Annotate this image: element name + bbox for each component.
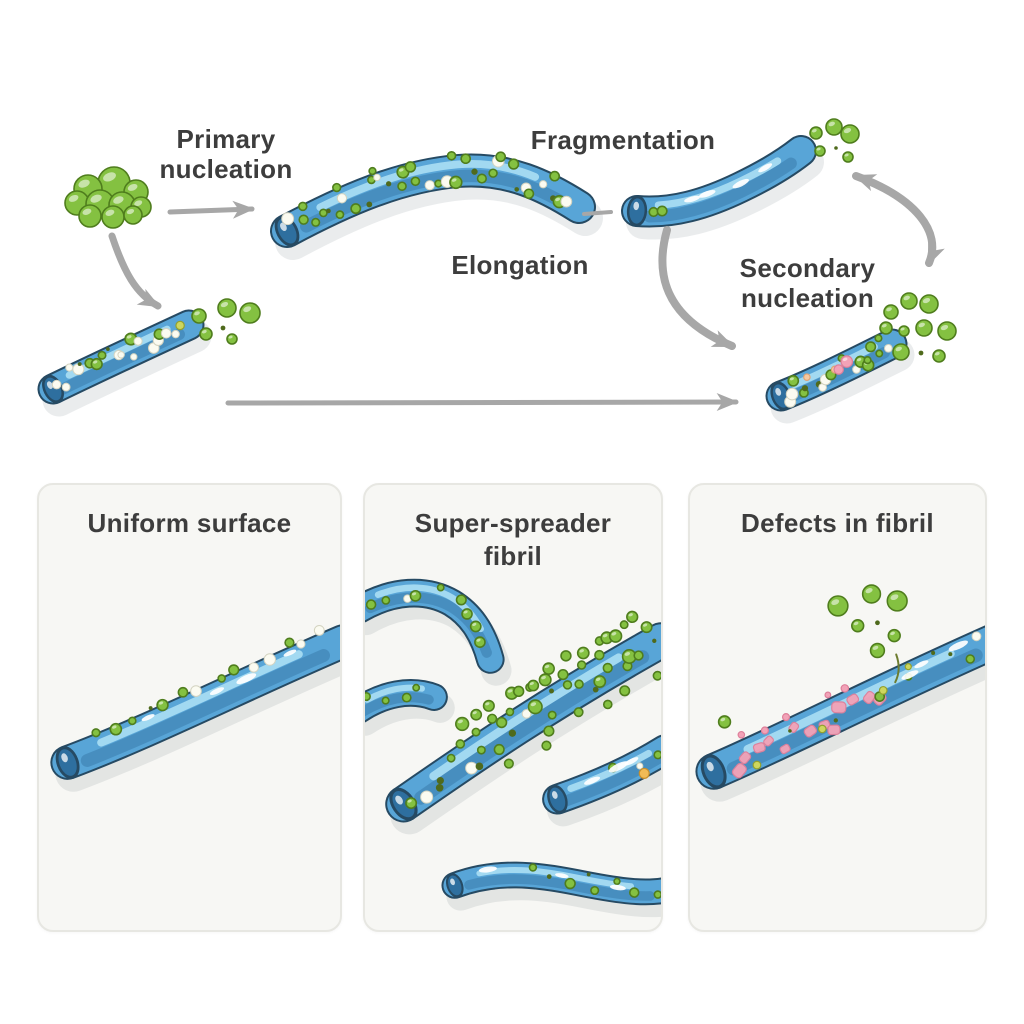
fibril-end-cap	[547, 784, 568, 814]
monomer-dots-icon	[123, 205, 143, 225]
process-arrow-icon	[658, 226, 736, 350]
amyloid-fibril-icon	[765, 328, 915, 424]
amyloid-fibril-icon	[365, 679, 455, 736]
amyloid-fibril-icon	[50, 624, 340, 792]
monomer-dots-icon	[869, 642, 886, 659]
amyloid-fibril-icon	[270, 150, 603, 260]
process-arrow-icon	[108, 232, 162, 310]
amyloid-fibril-icon	[385, 610, 661, 835]
monomer-dots-icon	[78, 204, 102, 228]
monomer-dots-icon	[226, 333, 238, 345]
panel-super-spreader-fibril: Super-spreader fibril	[363, 483, 663, 932]
uniform-surface-illustration	[50, 624, 340, 792]
monomer-dots-icon	[887, 628, 901, 643]
fibril-end-cap	[445, 873, 464, 898]
monomer-dots-icon	[199, 327, 213, 341]
panel-title-super-spreader: Super-spreader fibril	[414, 508, 612, 571]
monomer-dots-icon	[217, 298, 237, 318]
process-arrow-icon	[167, 200, 255, 219]
process-arrow-icon	[225, 393, 739, 412]
monomer-dots-icon	[717, 715, 732, 729]
amyloid-fibril-icon	[365, 578, 512, 686]
label-primary-nucleation: Primary nucleation	[159, 124, 293, 185]
fibril-end-cap	[389, 787, 418, 821]
monomer-dots-icon	[898, 325, 910, 337]
label-elongation: Elongation	[451, 250, 589, 280]
fibril-end-cap	[626, 195, 648, 227]
monomer-dots-icon	[918, 350, 924, 356]
monomer-dots-icon	[886, 590, 908, 612]
panel-title-uniform-surface: Uniform surface	[87, 508, 292, 538]
panel-title-defects: Defects in fibril	[741, 508, 934, 538]
monomer-dots-icon	[875, 620, 880, 626]
fibril-end-cap	[55, 745, 80, 780]
monomer-dots-icon	[937, 321, 957, 341]
monomer-dots-icon	[851, 618, 865, 633]
monomer-dots-icon	[191, 308, 207, 324]
super-spreader-illustration	[365, 578, 661, 918]
panel-defects-in-fibril: Defects in fibril	[688, 483, 987, 932]
fibril-end-cap	[274, 215, 300, 247]
monomer-dots-icon	[883, 304, 899, 320]
process-arrow-icon	[582, 210, 613, 216]
monomer-dots-icon	[220, 325, 226, 331]
amyloid-fibril-icon	[441, 861, 661, 918]
defects-illustration	[695, 584, 985, 802]
monomer-dots-icon	[915, 319, 933, 337]
fibril-end-cap	[700, 753, 727, 789]
monomer-dots-icon	[834, 146, 838, 150]
monomer-dots-icon	[814, 145, 826, 157]
amyloid-fibril-icon	[542, 734, 661, 827]
monomer-dots-icon	[892, 343, 910, 361]
amyloid-fibril-icon	[621, 135, 824, 240]
monomer-dots-icon	[879, 321, 893, 335]
panel-uniform-surface: Uniform surface	[37, 483, 342, 932]
amyloid-fibril-icon	[695, 625, 985, 802]
monomer-dots-icon	[861, 584, 882, 604]
monomer-dots-icon	[840, 124, 860, 144]
label-fragmentation: Fragmentation	[530, 125, 716, 155]
label-secondary-nucleation: Secondary nucleation	[739, 253, 876, 314]
monomer-dots-icon	[825, 118, 843, 136]
aggregation-cycle-illustration	[37, 118, 957, 424]
monomer-dots-icon	[809, 126, 823, 140]
monomer-dots-icon	[932, 349, 946, 363]
monomer-dots-icon	[900, 292, 918, 310]
process-arrow-icon	[852, 172, 945, 267]
amyloid-fibril-icon	[37, 309, 212, 417]
monomer-dots-icon	[919, 294, 939, 314]
monomer-stem	[894, 653, 900, 684]
monomer-dots-icon	[239, 302, 261, 324]
monomer-dots-icon	[638, 767, 650, 779]
monomer-dots-icon	[827, 595, 849, 617]
monomer-dots-icon	[842, 151, 854, 163]
